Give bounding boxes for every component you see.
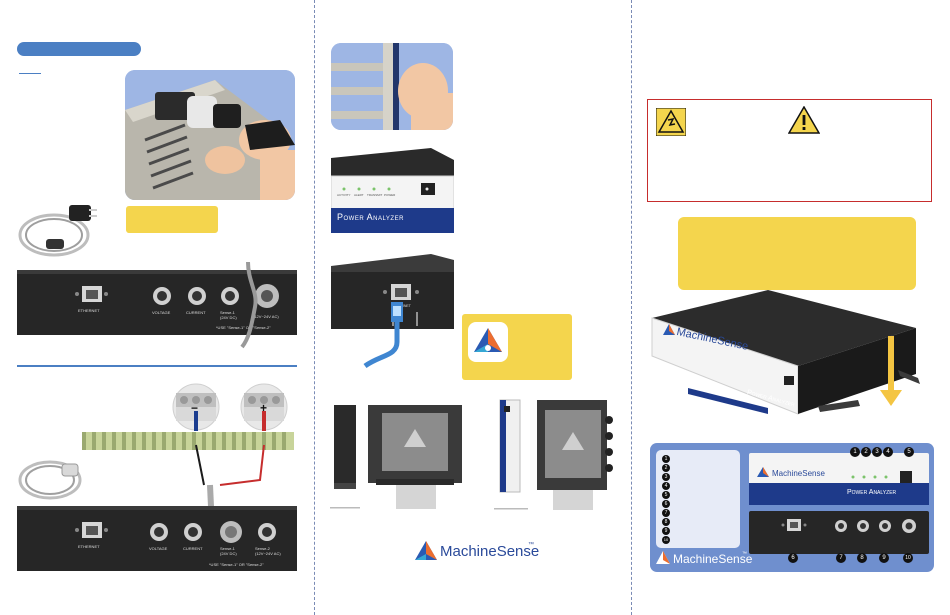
mount-view-back-2 (537, 400, 613, 510)
led-label-activity: ACTIVITY (337, 193, 351, 197)
legend-item: 7 (662, 508, 670, 517)
callout-1: 1 (850, 447, 860, 457)
terminal-block-plus (240, 383, 288, 431)
sense2-port-label: Sense-2 (12V~24V AC) (255, 546, 281, 556)
legend-number: 3 (662, 472, 670, 481)
port-footnote: *USE "Sense-1" OR "Sense-2" (216, 325, 271, 330)
legend-item: 2 (662, 463, 670, 472)
led-label-power: POWER (384, 193, 396, 197)
mount-view-side-1 (330, 405, 360, 509)
callout-10: 10 (903, 553, 913, 563)
power-cord-icon (18, 205, 97, 257)
legend-number: 6 (662, 499, 670, 508)
terminal-block-minus (172, 383, 220, 431)
led-label-transmit: TRANSMIT (367, 193, 383, 197)
legend-number: 4 (662, 481, 670, 490)
legend-number: 10 (662, 535, 670, 544)
din-rail-terminals (82, 432, 294, 450)
caution-icon (788, 106, 820, 134)
legend-item: 5 (662, 490, 670, 499)
callout-7: 7 (836, 553, 846, 563)
power-port-label: (12V~24V AC) (253, 314, 279, 319)
callout-6: 6 (788, 553, 798, 563)
legend-number: 7 (662, 508, 670, 517)
warning-box (647, 99, 932, 202)
legend-item: 10 (662, 535, 670, 544)
legend-item: 6 (662, 499, 670, 508)
machinesense-logo-text: MachineSense (440, 543, 540, 560)
led-label-alert: ALERT (354, 193, 364, 197)
legend-number: 5 (662, 490, 670, 499)
cable-to-port (240, 262, 258, 349)
legend-list: 1 2 3 4 5 6 7 8 9 10 (656, 450, 740, 548)
callout-5: 5 (904, 447, 914, 457)
mount-view-side-2 (494, 399, 528, 510)
mount-view-back-1 (368, 405, 462, 509)
callout-2: 2 (861, 447, 871, 457)
callout-9: 9 (879, 553, 889, 563)
terminal-plus-sign: + (260, 401, 268, 415)
ethernet-port-label: ETHERNET (78, 308, 100, 313)
voltage-port-label: VOLTAGE (152, 310, 171, 315)
legend-item: 1 (662, 454, 670, 463)
machinesense-logo-mark-right (656, 551, 670, 564)
analyzer-rear-panel-bottom: ETHERNET VOLTAGE CURRENT Sense-1 (24V DC… (17, 506, 297, 571)
sense-port-label: Sense-1 (24V DC) (220, 310, 237, 320)
device-brand-mark (663, 324, 675, 335)
note-callout-yellow (126, 206, 218, 233)
step-underline (19, 73, 41, 74)
current-port-label-2: CURRENT (183, 546, 203, 551)
analyzer-front-panel: ACTIVITY ALERT TRANSMIT POWER Power Anal… (330, 148, 455, 234)
current-port-label: CURRENT (186, 310, 206, 315)
legend-number: 1 (662, 454, 670, 463)
front-product-name: Power Analyzer (337, 212, 404, 222)
legend-front-panel: MachineSense Power Analyzer (749, 453, 929, 505)
info-callout-yellow (678, 217, 916, 290)
ethernet-port-label-2: ETHERNET (78, 544, 100, 549)
legend-number: 9 (662, 526, 670, 535)
din-rail-mount-photo (331, 43, 453, 130)
legend-item: 9 (662, 526, 670, 535)
legend-device-name: Power Analyzer (847, 489, 897, 496)
machinesense-app-icon (468, 322, 508, 362)
legend-number: 8 (662, 517, 670, 526)
electrical-hazard-icon (656, 108, 686, 136)
legend-item: 4 (662, 481, 670, 490)
legend-item: 8 (662, 517, 670, 526)
callout-3: 3 (872, 447, 882, 457)
legend-device-brand: MachineSense (772, 469, 825, 478)
voltage-port-label-2: VOLTAGE (149, 546, 168, 551)
legend-number: 2 (662, 463, 670, 472)
column-divider-right (631, 0, 632, 615)
section-header-pill (17, 42, 141, 56)
sensor-cable-coil-icon (18, 460, 82, 500)
sense1-port-label: Sense-1 (24V DC) (220, 546, 237, 556)
legend-item: 3 (662, 472, 670, 481)
plug-insertion-photo (125, 70, 295, 200)
callout-4: 4 (883, 447, 893, 457)
section-separator (17, 365, 297, 367)
column-divider-left (314, 0, 315, 615)
ethernet-cable-icon (363, 302, 403, 369)
machinesense-logo-mark (415, 541, 437, 560)
port-footnote-2: *USE "Sense-1" OR "Sense-2" (209, 562, 264, 567)
machinesense-logo-text-right: MachineSense (673, 552, 753, 566)
callout-8: 8 (857, 553, 867, 563)
front-callouts: 1 2 3 4 5 (850, 447, 920, 461)
machinesense-tm: ™ (528, 542, 534, 548)
rear-callouts: 6 7 8 9 10 (788, 553, 918, 565)
machinesense-tm-right: ™ (742, 551, 747, 557)
terminal-minus-sign: − (191, 401, 199, 415)
power-analyzer-device-illustration (651, 290, 920, 415)
legend-rear-panel (749, 511, 929, 554)
